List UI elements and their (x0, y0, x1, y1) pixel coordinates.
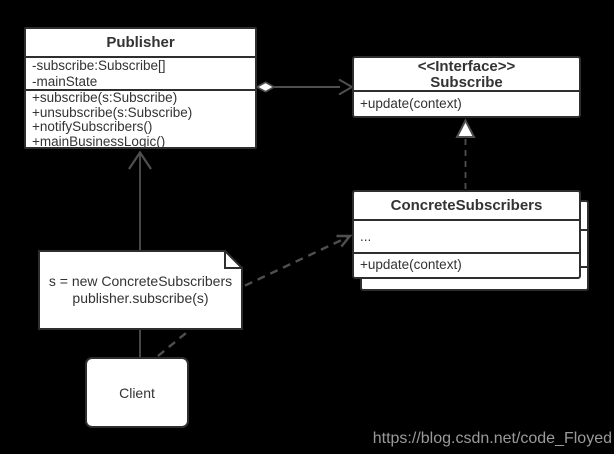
realization-connector-concretesubscribers-subscribe (455, 118, 476, 189)
publisher-attribute: -subscribe:Subscribe[] (32, 58, 166, 73)
open-arrowhead-icon (338, 78, 355, 96)
note-text: s = new ConcreteSubscribers publisher.su… (38, 250, 243, 330)
interface-box-subscribe: <<Interface>> Subscribe +update(context) (352, 56, 581, 118)
publisher-methods: +subscribe(s:Subscribe) +unsubscribe(s:S… (26, 89, 255, 147)
concretesubscribers-method: +update(context) (360, 257, 462, 272)
concretesubscribers-attributes: ... (354, 219, 579, 252)
class-box-publisher: Publisher -subscribe:Subscribe[] -mainSt… (24, 27, 257, 149)
publisher-method: +subscribe(s:Subscribe) (32, 90, 178, 105)
class-box-concretesubscribers: ConcreteSubscribers ... +update(context) (352, 190, 581, 279)
subscribe-stereotype: <<Interface>> (417, 58, 516, 75)
publisher-attribute: -mainState (32, 73, 98, 89)
watermark-url: https://blog.csdn.net/code_Floyed (372, 430, 612, 447)
client-label: Client (119, 384, 155, 401)
concretesubscribers-methods: +update(context) (354, 252, 579, 275)
note-line: s = new ConcreteSubscribers (48, 273, 233, 289)
publisher-title: Publisher (106, 34, 175, 51)
hollow-triangle-arrowhead-icon (455, 118, 476, 138)
class-box-client: Client (85, 357, 189, 428)
open-arrowhead-icon (336, 234, 353, 248)
open-arrowhead-icon (128, 150, 152, 170)
subscribe-title: <<Interface>> Subscribe (354, 58, 579, 90)
subscribe-method: +update(context) (360, 95, 462, 111)
publisher-attributes: -subscribe:Subscribe[] -mainState (26, 56, 255, 89)
aggregation-connector-publisher-subscribe (255, 78, 355, 96)
publisher-method: +mainBusinessLogic() (32, 133, 166, 147)
note-line: publisher.subscribe(s) (72, 290, 209, 306)
uml-note: s = new ConcreteSubscribers publisher.su… (38, 250, 243, 330)
aggregation-diamond-icon (255, 81, 276, 93)
subscribe-methods: +update(context) (354, 90, 579, 114)
concretesubscribers-title: ConcreteSubscribers (390, 197, 543, 214)
concretesubscribers-attribute: ... (360, 229, 372, 244)
publisher-method: +notifySubscribers() (32, 119, 153, 134)
subscribe-name: Subscribe (430, 73, 503, 91)
publisher-method: +unsubscribe(s:Subscribe) (32, 104, 193, 120)
